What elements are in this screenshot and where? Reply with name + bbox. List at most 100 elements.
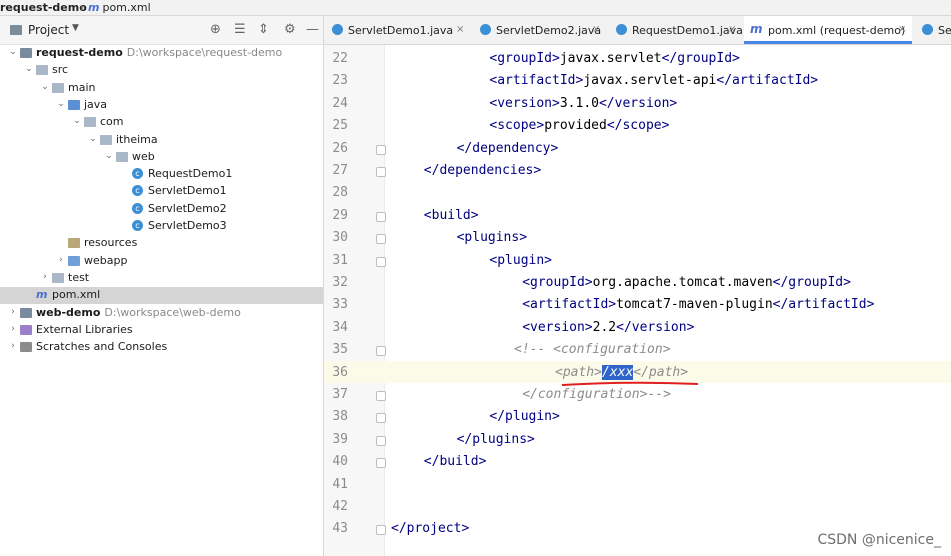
chevron-down-icon[interactable]: ⌄ [57,98,65,109]
code-token: </dependency> [456,140,559,156]
chevron-right-icon[interactable]: › [11,306,15,317]
code-line[interactable]: <version>2.2</version> [522,320,694,335]
tree-item[interactable]: ⌄ src [0,62,323,79]
code-line[interactable]: <!-- <configuration> [514,342,671,357]
code-token: 3.1.0 [559,95,599,111]
fold-marker-icon[interactable] [376,211,386,222]
class-icon [616,24,627,35]
editor-tab[interactable]: RequestDemo1.java× [608,16,743,44]
code-line[interactable]: </build> [424,454,487,469]
expand-all-icon[interactable]: ⇕ [258,22,269,37]
chevron-down-icon[interactable]: ▼ [72,23,79,33]
code-token: <groupId> [522,275,593,290]
code-line[interactable]: </configuration>--> [522,387,671,402]
code-token: <groupId> [489,51,560,66]
tree-item[interactable]: ⌄java [0,97,323,114]
code-line[interactable]: </plugins> [457,432,535,447]
package-icon [116,151,128,162]
code-line[interactable]: <scope>provided</scope> [489,118,669,133]
code-line[interactable]: <version>3.1.0</version> [489,96,677,111]
fold-marker-icon[interactable] [376,458,386,469]
close-icon[interactable]: × [898,24,907,35]
tree-item[interactable]: ⌄itheima [0,132,323,149]
fold-marker-icon[interactable] [376,391,386,401]
editor-tab[interactable]: ServletDemo1.java× [324,16,470,44]
package-icon [100,134,112,145]
tree-item[interactable]: ⌄com [0,114,323,131]
gear-icon[interactable]: ⚙ [284,22,296,37]
code-line[interactable]: <path>/xxx</path> [555,364,688,380]
tree-item-label: test [68,270,90,284]
fold-marker-icon[interactable] [376,234,386,245]
chevron-down-icon[interactable]: ⌄ [9,47,17,57]
editor-tab[interactable]: Ser [914,16,951,44]
fold-marker-icon[interactable] [376,167,386,177]
code-token: </groupId> [772,275,851,290]
code-line[interactable]: </project> [391,521,469,536]
fold-marker-icon[interactable] [376,144,386,155]
code-line[interactable]: <plugin> [489,253,552,268]
code-token: javax.servlet-api [583,73,717,89]
code-line[interactable]: </plugin> [489,409,559,424]
breadcrumb-project[interactable]: request-demo [0,1,87,14]
locate-icon[interactable]: ⊕ [210,22,221,37]
close-icon[interactable]: × [592,24,601,35]
chevron-down-icon[interactable]: ⌄ [89,133,97,144]
chevron-right-icon[interactable]: › [43,271,47,282]
code-token: tomcat7-maven-plugin [616,297,773,313]
fold-marker-icon[interactable] [376,256,386,267]
tree-item-label: src [52,63,69,77]
chevron-right-icon[interactable]: › [11,323,15,334]
chevron-down-icon[interactable]: ⌄ [25,64,33,75]
tree-item[interactable]: resources [0,235,323,252]
fold-marker-icon[interactable] [376,413,386,424]
chevron-down-icon[interactable]: ⌄ [41,81,49,92]
line-number: 24 [332,95,348,111]
code-token: </configuration>--> [522,387,671,402]
fold-marker-icon[interactable] [376,346,386,357]
chevron-right-icon[interactable]: › [59,254,63,265]
chevron-down-icon[interactable]: ⌄ [73,116,81,127]
code-token: </scope> [606,118,670,134]
tree-item[interactable]: ›External Libraries [0,322,323,339]
close-icon[interactable]: × [728,24,737,35]
fold-marker-icon[interactable] [376,525,386,536]
fold-marker-icon[interactable] [376,435,386,446]
tree-item[interactable]: ›Scratches and Consoles [0,339,323,356]
code-token: </build> [423,454,487,470]
tree-item[interactable]: › test [0,270,323,287]
code-line[interactable]: <artifactId>tomcat7-maven-plugin</artifa… [522,297,874,312]
close-icon[interactable]: × [456,24,465,35]
breadcrumb-separator: › [80,1,85,14]
hide-icon[interactable]: — [306,22,319,37]
code-line[interactable]: </dependency> [457,141,559,156]
editor-tab[interactable]: ServletDemo2.java× [472,16,606,44]
code-editor[interactable] [385,45,951,556]
code-line[interactable]: <build> [424,208,479,223]
code-line[interactable]: </dependencies> [424,163,541,178]
code-line[interactable]: <groupId>org.apache.tomcat.maven</groupI… [522,275,851,290]
class-icon: c [132,202,143,214]
code-token: <artifactId> [522,297,617,313]
chevron-down-icon[interactable]: ⌄ [105,150,113,161]
collapse-all-icon[interactable]: ☰ [234,22,246,37]
code-line[interactable]: <artifactId>javax.servlet-api</artifactI… [489,73,818,88]
code-line[interactable]: <groupId>javax.servlet</groupId> [489,51,739,66]
tree-item[interactable]: ›webapp [0,253,323,270]
class-icon [480,24,491,35]
code-token: <plugin> [489,252,553,268]
code-line[interactable]: <plugins> [457,230,527,245]
chevron-right-icon[interactable]: › [11,341,15,352]
tree-item[interactable]: ⌄main [0,80,323,97]
tree-item[interactable]: ⌄web [0,149,323,166]
project-panel-title[interactable]: Project [28,23,70,37]
